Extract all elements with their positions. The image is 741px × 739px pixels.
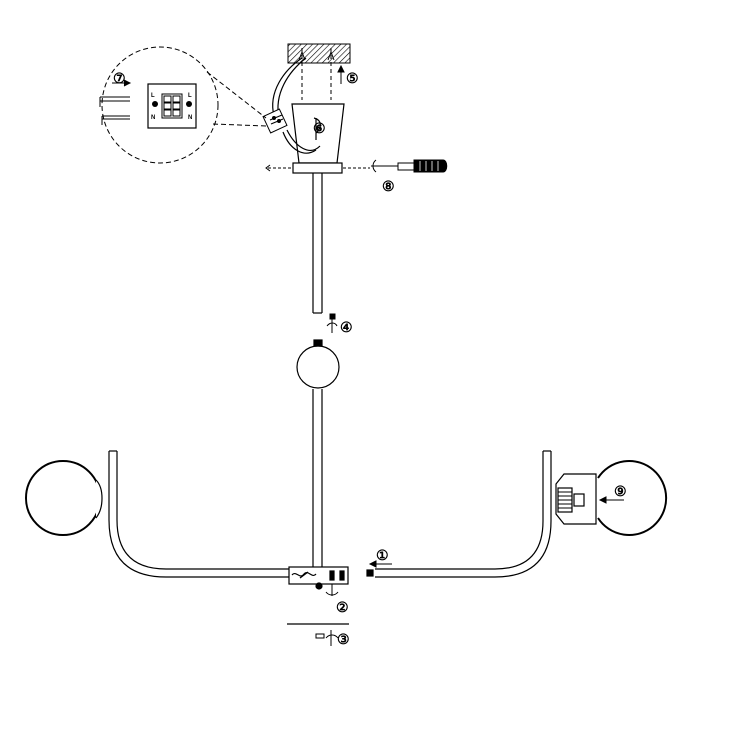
left-globe xyxy=(25,460,103,536)
terminal-left-label-2: N xyxy=(151,115,155,121)
right-globe-holder xyxy=(555,473,597,525)
step-3-fastener xyxy=(315,630,339,646)
left-arm xyxy=(108,450,289,578)
canopy-side-screws xyxy=(265,164,370,172)
step-1-arrow xyxy=(368,560,392,568)
step-9-arrow xyxy=(598,496,624,504)
right-arm xyxy=(366,450,552,578)
screwdriver-icon xyxy=(371,159,448,173)
step-2-label: ② xyxy=(336,600,349,616)
step-7-label: ⑦ xyxy=(113,71,126,87)
main-rod xyxy=(312,173,323,314)
lower-rod xyxy=(312,389,323,569)
terminal-left-label-1: L xyxy=(151,93,155,99)
connector-block xyxy=(262,108,288,134)
step-5-label: ⑤ xyxy=(346,71,359,87)
step-9-label: ⑨ xyxy=(614,484,627,500)
canopy xyxy=(291,103,345,174)
ceiling xyxy=(287,43,351,64)
terminal-right-label-1: L xyxy=(188,93,192,99)
hub-body xyxy=(288,566,349,590)
terminal-block-detail: L N L N xyxy=(147,83,197,129)
ceiling-screws xyxy=(298,48,335,100)
terminal-right-label-2: N xyxy=(188,115,192,121)
step-6-label: ⑥ xyxy=(313,121,326,137)
rod-joint-fastener xyxy=(326,313,338,333)
hub-screw xyxy=(325,584,339,596)
center-globe xyxy=(296,339,340,389)
stripped-wires xyxy=(99,79,132,125)
step-5-arrow xyxy=(337,64,345,84)
step-4-label: ④ xyxy=(340,320,353,336)
step-3-label: ③ xyxy=(337,632,350,648)
right-globe xyxy=(597,460,668,536)
zoom-callout xyxy=(101,46,267,164)
step-8-label: ⑧ xyxy=(382,179,395,195)
step-1-label: ① xyxy=(376,548,389,564)
